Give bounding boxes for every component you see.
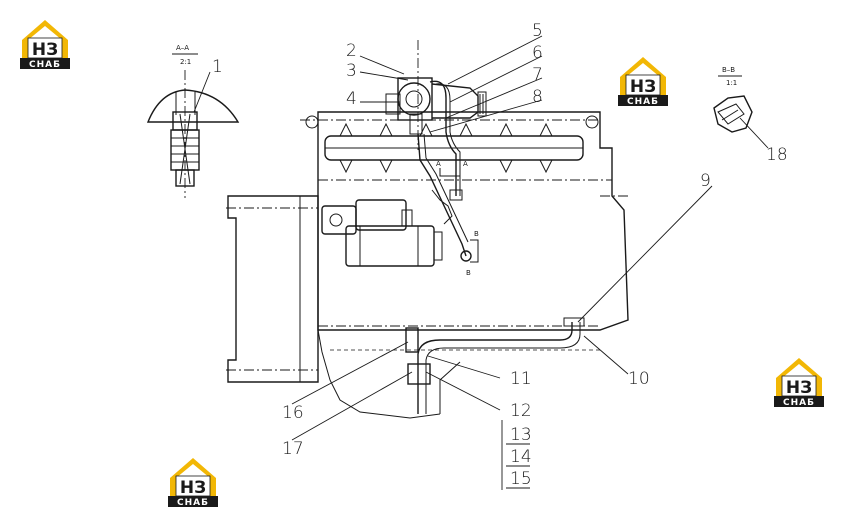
callout-1: 1 <box>212 57 223 77</box>
starter-motor <box>321 199 443 267</box>
svg-text:НЗ: НЗ <box>630 77 656 97</box>
section-mark-a-right: A <box>463 160 468 168</box>
svg-text:СНАБ: СНАБ <box>783 398 815 408</box>
sump-drain-pipe <box>405 317 585 414</box>
callout-3: 3 <box>346 61 357 81</box>
callout-14: 14 <box>510 447 532 467</box>
callout-10: 10 <box>628 369 650 389</box>
callout-5: 5 <box>532 21 543 41</box>
turbocharger <box>385 40 487 150</box>
callout-12: 12 <box>510 401 532 421</box>
leader-lines <box>291 35 713 490</box>
oil-pipes <box>417 80 472 262</box>
exhaust-manifold <box>305 115 599 174</box>
section-bb-title: B–B <box>722 66 735 74</box>
section-mark-a-left: A <box>436 160 441 168</box>
callout-18: 18 <box>766 145 788 165</box>
callout-4: 4 <box>346 89 357 109</box>
callout-8: 8 <box>532 87 543 107</box>
callout-6: 6 <box>532 43 543 63</box>
section-mark-b-bottom: B <box>466 269 471 277</box>
svg-text:СНАБ: СНАБ <box>627 97 659 107</box>
section-aa-scale: 2:1 <box>180 58 191 66</box>
callout-13: 13 <box>510 425 532 445</box>
flywheel-housing <box>226 195 319 383</box>
callout-17: 17 <box>282 439 304 459</box>
svg-text:НЗ: НЗ <box>32 40 58 60</box>
section-bb-detail: B–B 1:1 <box>713 66 769 149</box>
section-mark-b-top: B <box>474 230 479 238</box>
svg-text:СНАБ: СНАБ <box>177 498 209 508</box>
section-markers: A A B B <box>436 160 479 277</box>
svg-text:СНАБ: СНАБ <box>29 60 61 70</box>
callout-11: 11 <box>510 369 532 389</box>
svg-text:НЗ: НЗ <box>786 378 812 398</box>
section-aa-detail: A–A 2:1 <box>146 44 240 198</box>
section-aa-title: A–A <box>176 44 189 52</box>
callout-numbers: 1 2 3 4 5 6 7 8 9 10 11 12 13 14 15 16 1… <box>212 21 788 489</box>
svg-text:НЗ: НЗ <box>180 478 206 498</box>
engine-block <box>300 111 629 419</box>
callout-15: 15 <box>510 469 532 489</box>
callout-9: 9 <box>700 171 711 191</box>
callout-2: 2 <box>346 41 357 61</box>
section-bb-scale: 1:1 <box>726 79 737 87</box>
callout-16: 16 <box>282 403 304 423</box>
callout-7: 7 <box>532 65 543 85</box>
